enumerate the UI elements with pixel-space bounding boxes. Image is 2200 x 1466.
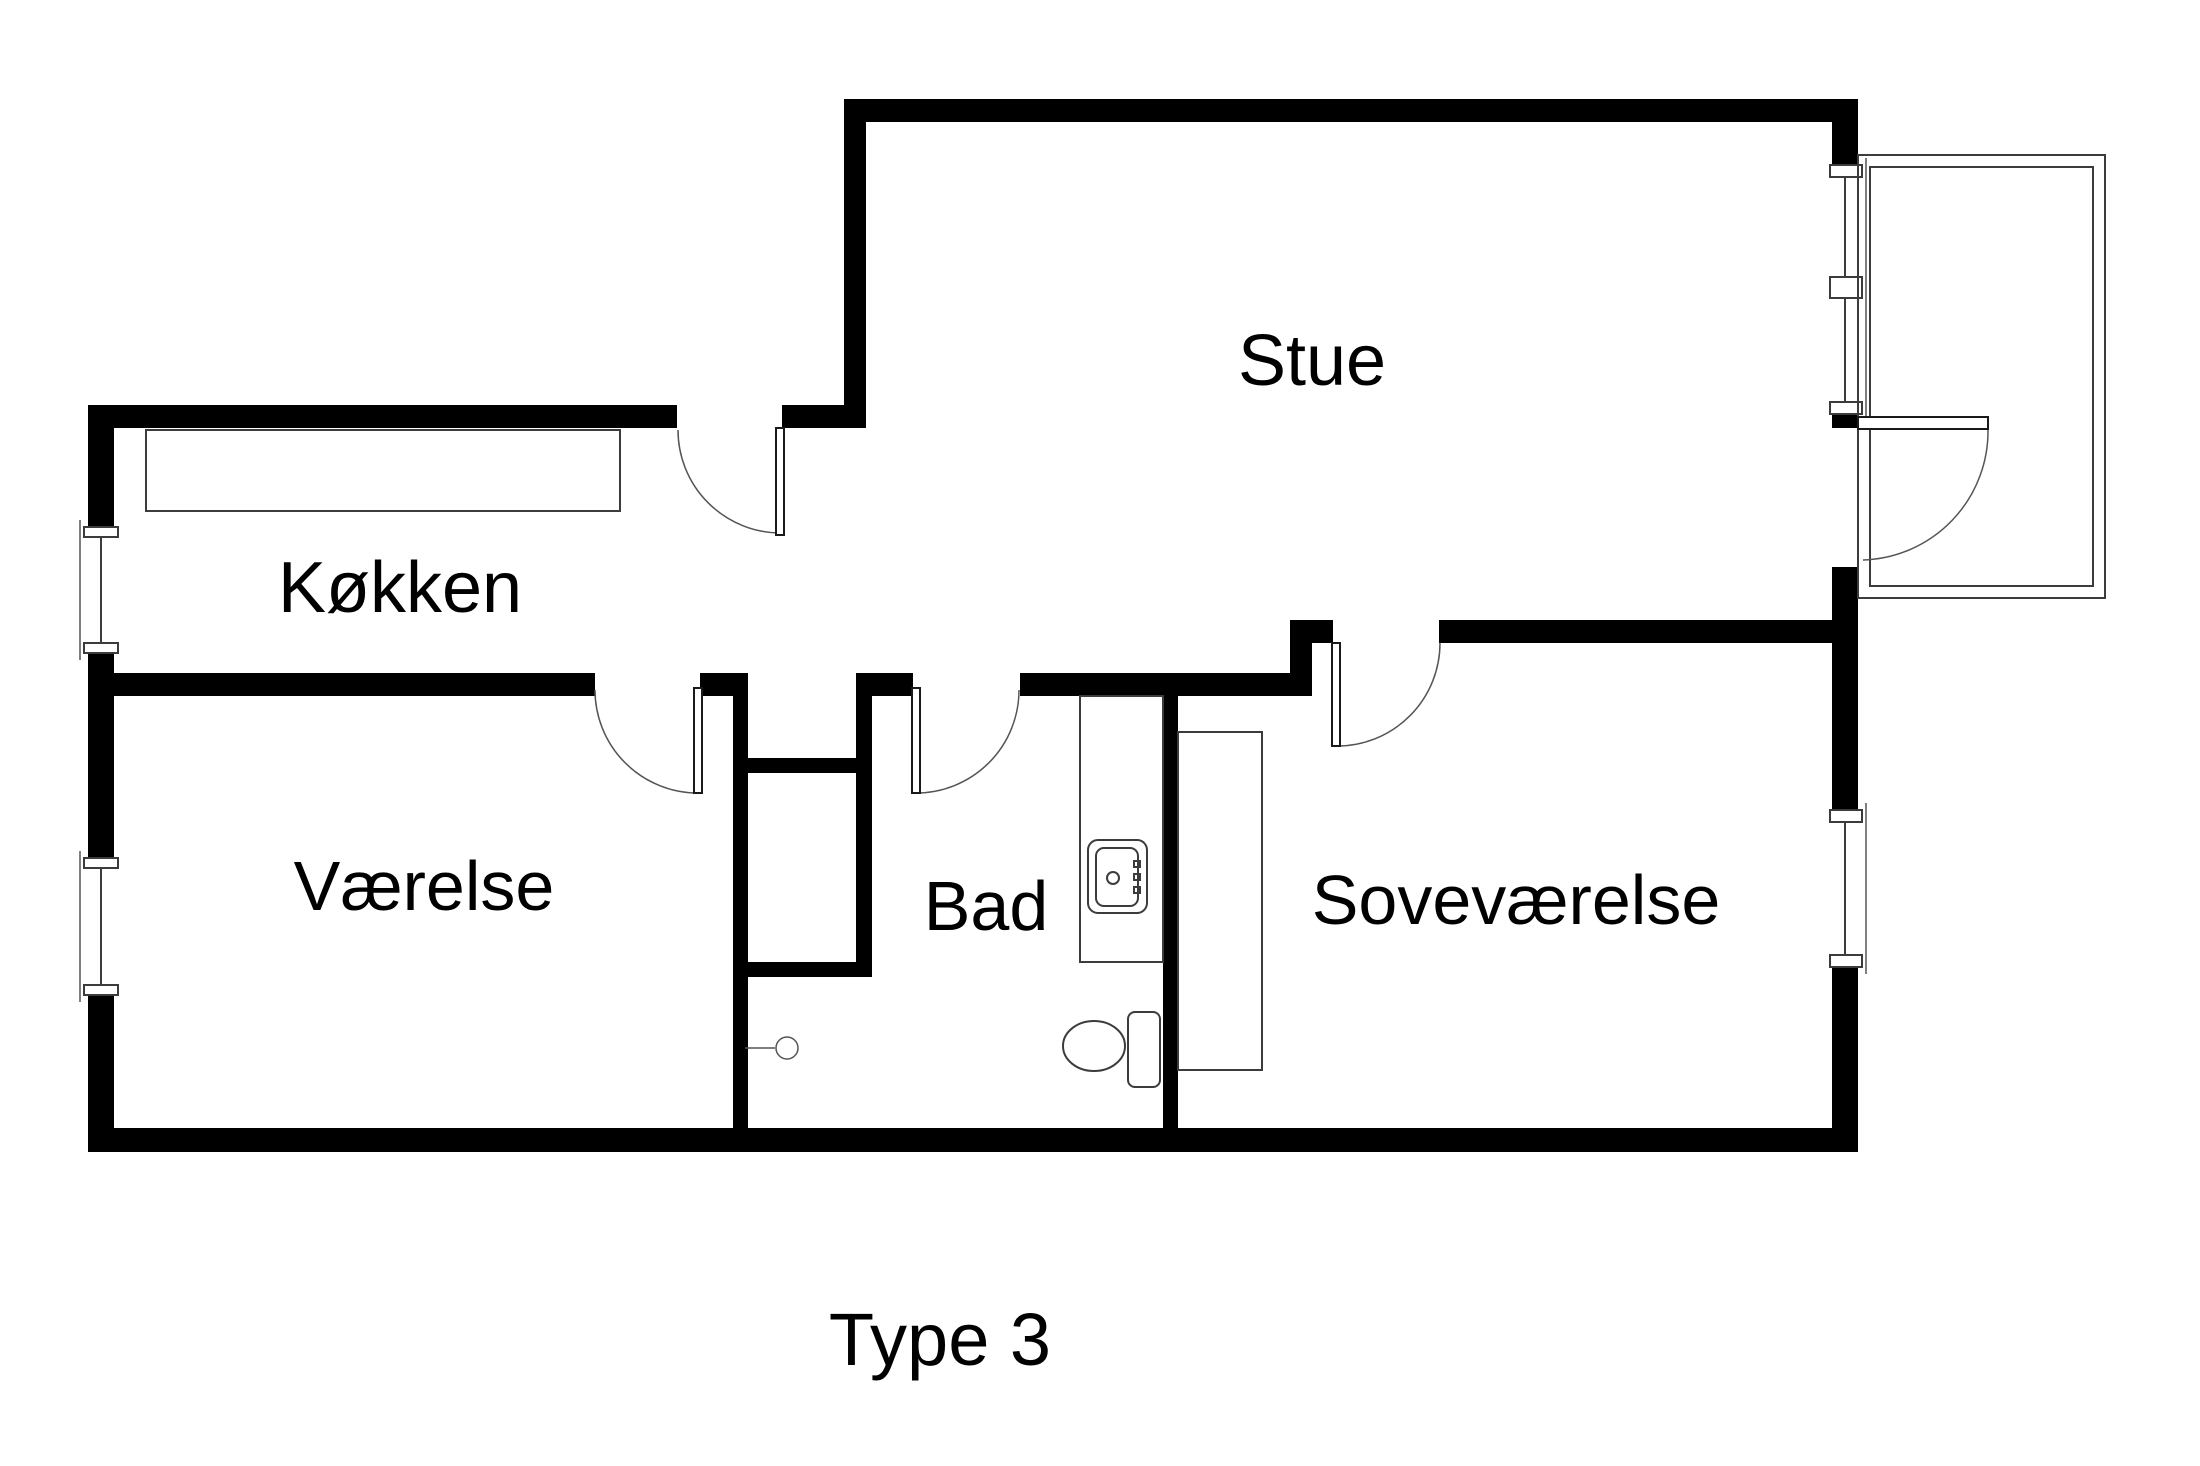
room-label-koekken: Køkken [278, 548, 522, 628]
window-mullion [1829, 276, 1863, 299]
wall-step-connector [1290, 620, 1312, 696]
wall-niche-bottom [748, 962, 872, 977]
balcony-outer-rail [1857, 154, 2106, 599]
door-sovevaerelse [1331, 642, 1441, 747]
door-handle-symbol [745, 1036, 799, 1060]
door-swing-arc [677, 429, 782, 534]
wall-right-upper [1832, 99, 1858, 165]
toilet-cistern [1127, 1011, 1161, 1088]
window-kitchen [79, 520, 119, 660]
sink-tap-dot [1133, 886, 1141, 894]
room-label-stue: Stue [1238, 321, 1386, 401]
balcony [1857, 154, 2106, 599]
window-sill [83, 642, 119, 654]
door-leaf [1857, 416, 1989, 430]
sink-icon [1087, 839, 1148, 914]
door-kitchen [677, 427, 785, 536]
room-label-bad: Bad [924, 867, 1049, 945]
wardrobe [1177, 731, 1263, 1071]
window-sill [83, 526, 119, 538]
door-balcony [1857, 416, 1989, 561]
door-swing-arc [915, 689, 1020, 794]
door-swing-arc [594, 689, 699, 794]
window-sill [1829, 164, 1863, 178]
wall-right-lower [1832, 967, 1858, 1152]
window-sill [1829, 401, 1863, 415]
door-vaerelse [594, 687, 703, 794]
sink-tap-dot [1133, 873, 1141, 881]
door-leaf [775, 427, 785, 536]
window-sill [1829, 809, 1863, 823]
bathroom-vanity [1079, 695, 1164, 963]
wall-vaerelse-bad-divider [733, 673, 748, 1152]
wall-sove-top-right [1439, 620, 1858, 643]
door-leaf [1331, 642, 1341, 747]
handle-knob [775, 1036, 799, 1060]
walls [88, 99, 1858, 1152]
room-label-sovevaerelse: Soveværelse [1312, 861, 1721, 939]
wall-bottom [88, 1128, 1858, 1152]
door-bad [911, 687, 1020, 794]
toilet-icon [1062, 1011, 1161, 1088]
wall-bad-sove-divider [1163, 673, 1178, 1152]
wall-niche-top [748, 758, 856, 773]
wall-niche-right [856, 673, 872, 977]
sink-basin [1095, 847, 1139, 907]
wall-right-between-window-door [1832, 414, 1858, 428]
wall-hall-stub [782, 405, 866, 428]
kitchen-counter [145, 429, 621, 512]
toilet-bowl [1062, 1020, 1126, 1072]
wall-right-middle [1832, 567, 1858, 810]
wall-vaerelse-top [88, 673, 595, 696]
door-swing-arc [1336, 642, 1441, 747]
wall-kitchen-top [88, 405, 677, 428]
door-swing-arc [1862, 428, 1989, 561]
window-sovevaerelse [1829, 803, 1867, 974]
sink-tap-dot [1133, 860, 1141, 868]
wall-stue-left [844, 99, 866, 428]
window-sill [83, 984, 119, 996]
room-label-vaerelse: Værelse [294, 847, 555, 925]
window-sill [83, 857, 119, 869]
sink-outer [1087, 839, 1148, 914]
wall-left-lower [88, 995, 114, 1152]
balcony-inner-rail [1869, 166, 2094, 587]
window-stue [1829, 158, 1867, 421]
window-sill [1829, 954, 1863, 968]
plan-title: Type 3 [829, 1298, 1051, 1381]
sink-drain [1106, 871, 1120, 885]
door-leaf [911, 687, 921, 794]
door-leaf [693, 687, 703, 794]
window-vaerelse [79, 851, 119, 1002]
bathroom-fixtures [745, 695, 1164, 1088]
wall-stue-top [844, 99, 1858, 122]
